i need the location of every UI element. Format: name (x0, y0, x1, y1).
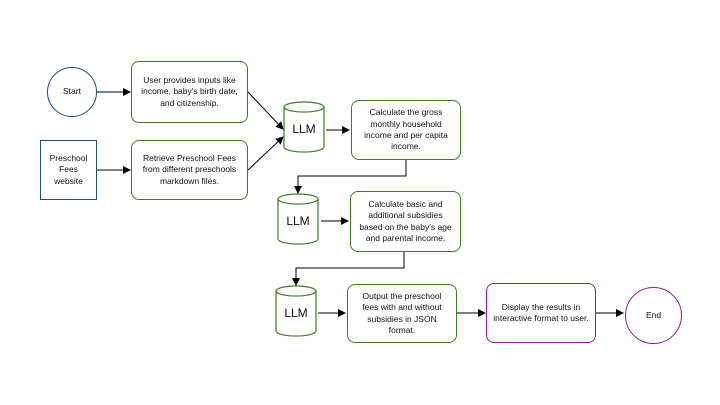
user-inputs-node: User provides inputs like income, baby's… (131, 61, 248, 123)
llm-label-3: LLM (284, 306, 308, 320)
display-results-node: Display the results in interactive forma… (486, 283, 596, 343)
calc-subsidies-node: Calculate basic and additional subsidies… (350, 191, 461, 252)
calc-income-node: Calculate the gross monthly household in… (351, 100, 461, 160)
llm-cylinder-1 (283, 101, 325, 153)
llm-cylinder-2 (277, 193, 319, 245)
output-fees-node: Output the preschool fees with and witho… (347, 284, 457, 343)
llm-label-1: LLM (292, 122, 316, 136)
llm-cylinder-3 (275, 285, 317, 337)
llm-label-2: LLM (286, 214, 310, 228)
retrieve-fees-node: Retrieve Preschool Fees from different p… (131, 140, 248, 200)
arrow-calc-income-to-llm2 (294, 160, 407, 194)
arrow-calc-subsidies-to-llm3 (292, 251, 405, 286)
preschool-fees-website-node: Preschool Fees website (40, 140, 97, 200)
arrow-retrieve-to-llm1 (247, 136, 284, 171)
start-node: Start (47, 67, 97, 117)
arrow-user-inputs-to-llm1 (247, 91, 284, 130)
end-node: End (625, 287, 682, 344)
